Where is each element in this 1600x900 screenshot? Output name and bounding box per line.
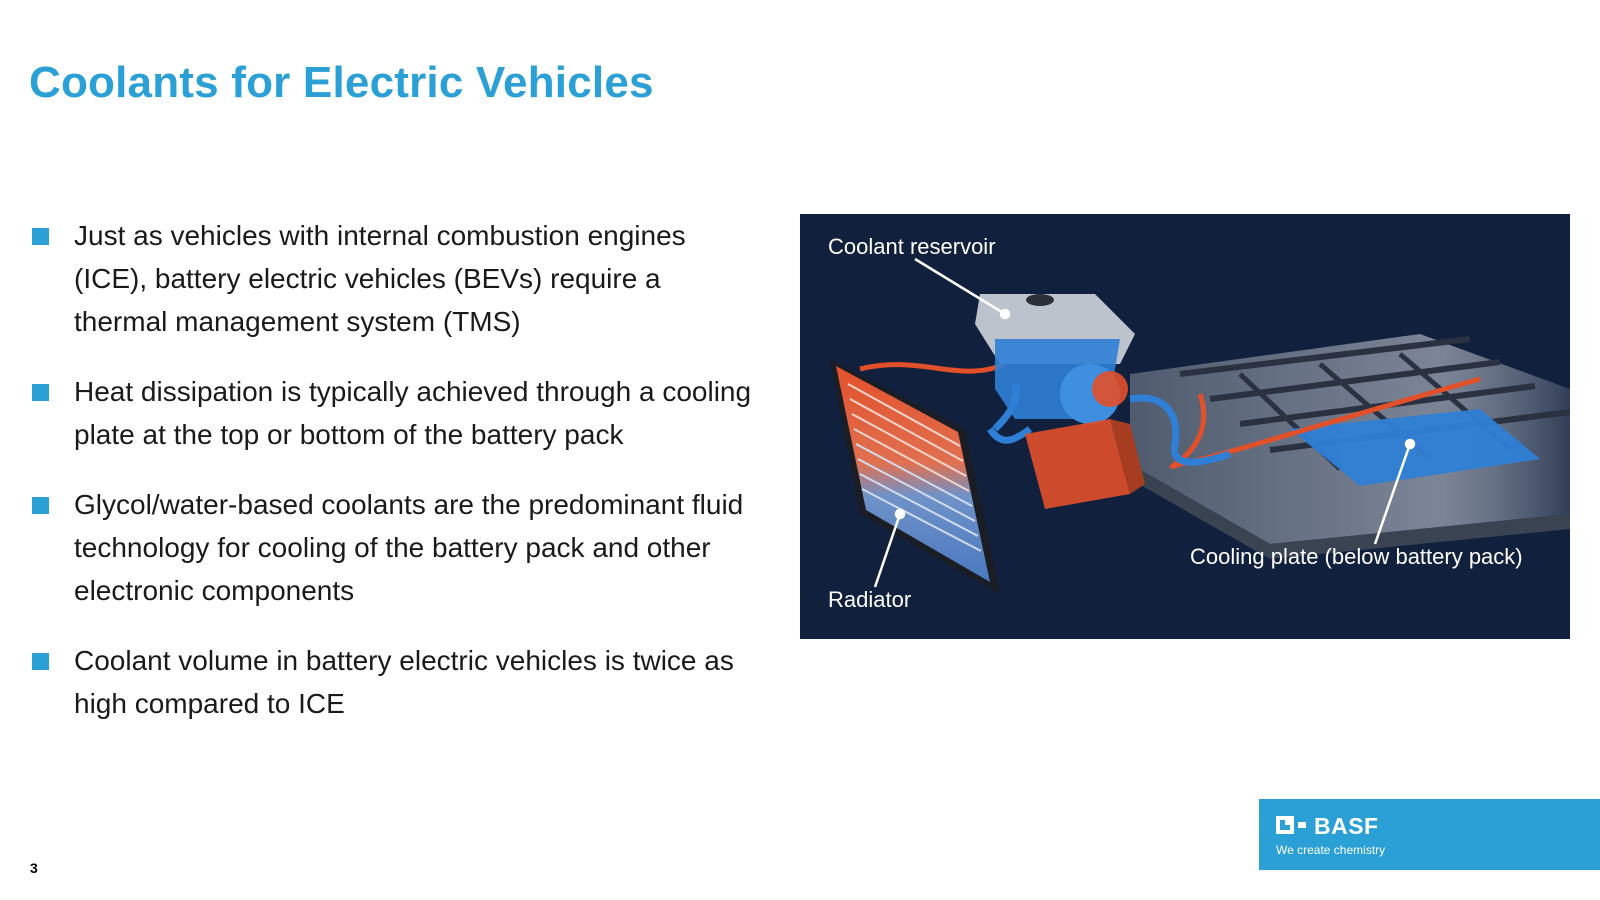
- page-number: 3: [30, 860, 38, 876]
- basf-logo: BASF We create chemistry: [1259, 799, 1600, 870]
- square-bullet-icon: [32, 497, 49, 514]
- logo-name: BASF: [1314, 813, 1379, 839]
- radiator: [830, 359, 1000, 594]
- square-bullet-icon: [32, 653, 49, 670]
- basf-logo-mark-icon: [1276, 816, 1306, 834]
- square-bullet-icon: [32, 384, 49, 401]
- bullet-item: Just as vehicles with internal combustio…: [32, 214, 752, 343]
- bullet-text: Glycol/water-based coolants are the pred…: [74, 489, 744, 606]
- square-bullet-icon: [32, 228, 49, 245]
- bullet-list: Just as vehicles with internal combustio…: [32, 214, 752, 752]
- radiator-label: Radiator: [828, 587, 912, 612]
- bullet-item: Heat dissipation is typically achieved t…: [32, 370, 752, 456]
- bullet-item: Glycol/water-based coolants are the pred…: [32, 483, 752, 612]
- coolant-reservoir-label: Coolant reservoir: [828, 234, 996, 259]
- slide-title: Coolants for Electric Vehicles: [29, 58, 654, 107]
- coolant-reservoir: [975, 294, 1135, 424]
- ev-cooling-system-illustration: Coolant reservoir Radiator Cooling plate…: [800, 214, 1570, 639]
- bullet-text: Just as vehicles with internal combustio…: [74, 220, 686, 337]
- cooling-plate: [1290, 409, 1540, 486]
- cooling-plate-label: Cooling plate (below battery pack): [1190, 544, 1523, 569]
- bullet-text: Heat dissipation is typically achieved t…: [74, 376, 752, 450]
- electronics-box: [1025, 419, 1145, 509]
- bullet-item: Coolant volume in battery electric vehic…: [32, 639, 752, 725]
- bullet-text: Coolant volume in battery electric vehic…: [74, 645, 734, 719]
- logo-tagline: We create chemistry: [1276, 843, 1386, 857]
- label-pointer-lines: [873, 257, 1416, 588]
- cooling-system-drawing: [830, 257, 1570, 594]
